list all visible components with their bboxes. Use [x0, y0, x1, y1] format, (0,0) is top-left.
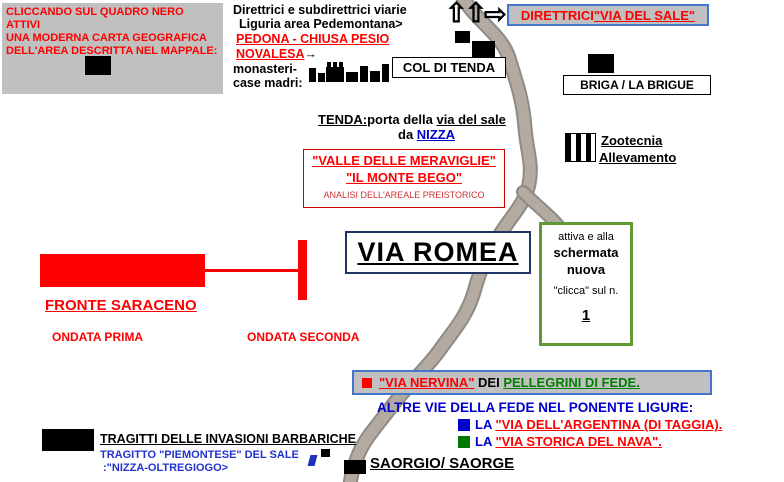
screen-number-link[interactable]: 1 [581, 307, 591, 324]
info-panel: CLICCANDO SUL QUADRO NERO ATTIVI UNA MOD… [2, 3, 223, 94]
green-box-line-4: "clicca" sul n. [553, 285, 619, 297]
barbariche-marker[interactable] [42, 429, 94, 451]
tenda-link[interactable]: TENDA: [318, 112, 368, 127]
tenda-caption-line2: da NIZZA [398, 127, 455, 142]
red-square-bullet [362, 377, 372, 388]
tenda-caption: TENDA:porta della via del sale [318, 112, 506, 127]
tenda-mid-text: porta della [367, 112, 437, 127]
col-di-tenda-label[interactable]: COL DI TENDA [392, 57, 506, 78]
novalesa-link[interactable]: NOVALESA [236, 47, 305, 61]
ondata-seconda-bar [298, 240, 307, 300]
saorgio-small-marker [321, 449, 330, 457]
argentina-la: LA [475, 417, 496, 432]
green-box-line-1: attiva e alla [558, 231, 614, 243]
header-line-1: Direttrici e subdirettrici viarie [233, 3, 407, 17]
areale-preistorico-label: ANALISI DELL'AREALE PREISTORICO [323, 190, 485, 200]
nava-item[interactable]: LA "VIA STORICA DEL NAVA". [458, 434, 662, 449]
blue-square-bullet [458, 418, 470, 431]
saraceno-connector-line [205, 269, 299, 272]
right-arrow-icon: ⇨ [484, 0, 507, 29]
info-line-3: DELL'AREA DESCRITTA NEL MAPPALE: [6, 45, 218, 57]
green-box-line-3: nuova [566, 262, 606, 277]
nizza-link[interactable]: NIZZA [416, 127, 456, 142]
novalesa-arrow-icon: → [304, 47, 318, 61]
saorgio-label[interactable]: SAORGIO/ SAORGE [370, 455, 515, 472]
nizza-oltregiogo-label[interactable]: :"NIZZA-OLTREGIOGO> [103, 462, 229, 474]
monte-bego-link[interactable]: "IL MONTE BEGO" [345, 170, 463, 185]
via-nervina-box[interactable]: "VIA NERVINA" DEI PELLEGRINI DI FEDE. [352, 370, 712, 395]
tragitti-barbariche-link[interactable]: TRAGITTI DELLE INVASIONI BARBARICHE [100, 432, 357, 446]
valle-meraviglie-link[interactable]: "VALLE DELLE MERAVIGLIE" [312, 153, 496, 168]
tragitto-piemontese-label[interactable]: TRAGITTO "PIEMONTESE" DEL SALE [100, 449, 299, 461]
nava-la: LA [475, 434, 496, 449]
info-panel-text: CLICCANDO SUL QUADRO NERO ATTIVI UNA MOD… [2, 3, 223, 61]
argentina-link[interactable]: "VIA DELL'ARGENTINA (DI TAGGIA). [495, 417, 723, 432]
fronte-saraceno-bar [40, 254, 205, 287]
via-del-sale-inline-link[interactable]: via del sale [436, 112, 506, 127]
pellegrini-link[interactable]: PELLEGRINI DI FEDE. [503, 375, 640, 390]
argentina-item[interactable]: LA "VIA DELL'ARGENTINA (DI TAGGIA). [458, 417, 722, 432]
direttrici-via-del-sale-box[interactable]: DIRETTRICI "VIA DEL SALE" [507, 4, 709, 26]
zootecnia-link[interactable]: Zootecnia [601, 133, 663, 148]
zootecnia-flag-icon [565, 133, 596, 162]
black-map-thumbnail[interactable] [85, 56, 111, 75]
click-instruction-box: attiva e alla schermata nuova "clicca" s… [539, 222, 633, 346]
case-madri-label: case madri: [233, 76, 303, 90]
novalesa-line[interactable]: NOVALESA→ [236, 47, 317, 61]
info-line-1: CLICCANDO SUL QUADRO NERO ATTIVI [6, 6, 184, 31]
pedona-link[interactable]: PEDONA - CHIUSA PESIO [236, 32, 390, 46]
road-marker-top-2[interactable] [472, 41, 495, 57]
ondata-prima-label: ONDATA PRIMA [52, 330, 144, 344]
fronte-saraceno-link[interactable]: FRONTE SARACENO [45, 297, 197, 314]
meraviglie-box: "VALLE DELLE MERAVIGLIE" "IL MONTE BEGO"… [303, 149, 505, 208]
ondata-seconda-label: ONDATA SECONDA [247, 330, 360, 344]
allevamento-link[interactable]: Allevamento [599, 150, 677, 165]
monastery-icon [309, 62, 389, 82]
nava-link[interactable]: "VIA STORICA DEL NAVA". [495, 434, 662, 449]
briga-marker[interactable] [588, 54, 614, 73]
direttrici-prefix: DIRETTRICI [520, 7, 594, 23]
altre-vie-heading: ALTRE VIE DELLA FEDE NEL PONENTE LIGURE: [377, 400, 694, 415]
green-box-line-2: schermata [553, 245, 619, 260]
da-text: da [398, 127, 417, 142]
briga-label[interactable]: BRIGA / LA BRIGUE [563, 75, 711, 95]
via-del-sale-link[interactable]: "VIA DEL SALE" [593, 7, 696, 23]
road-marker-top-1[interactable] [455, 31, 470, 43]
green-square-bullet [458, 435, 470, 448]
monasteri-label: monasteri- [233, 62, 297, 76]
up-arrows-icon: ⇧⇧ [445, 0, 487, 28]
nervina-dei-text: DEI [474, 375, 504, 390]
via-romea-title[interactable]: VIA ROMEA [357, 237, 519, 267]
saorgio-marker[interactable] [344, 460, 366, 474]
header-line-2: Liguria area Pedemontana> [239, 17, 403, 31]
via-nervina-link[interactable]: "VIA NERVINA" [379, 375, 475, 390]
via-romea-box[interactable]: VIA ROMEA [345, 231, 531, 274]
info-line-2: UNA MODERNA CARTA GEOGRAFICA [6, 32, 207, 44]
